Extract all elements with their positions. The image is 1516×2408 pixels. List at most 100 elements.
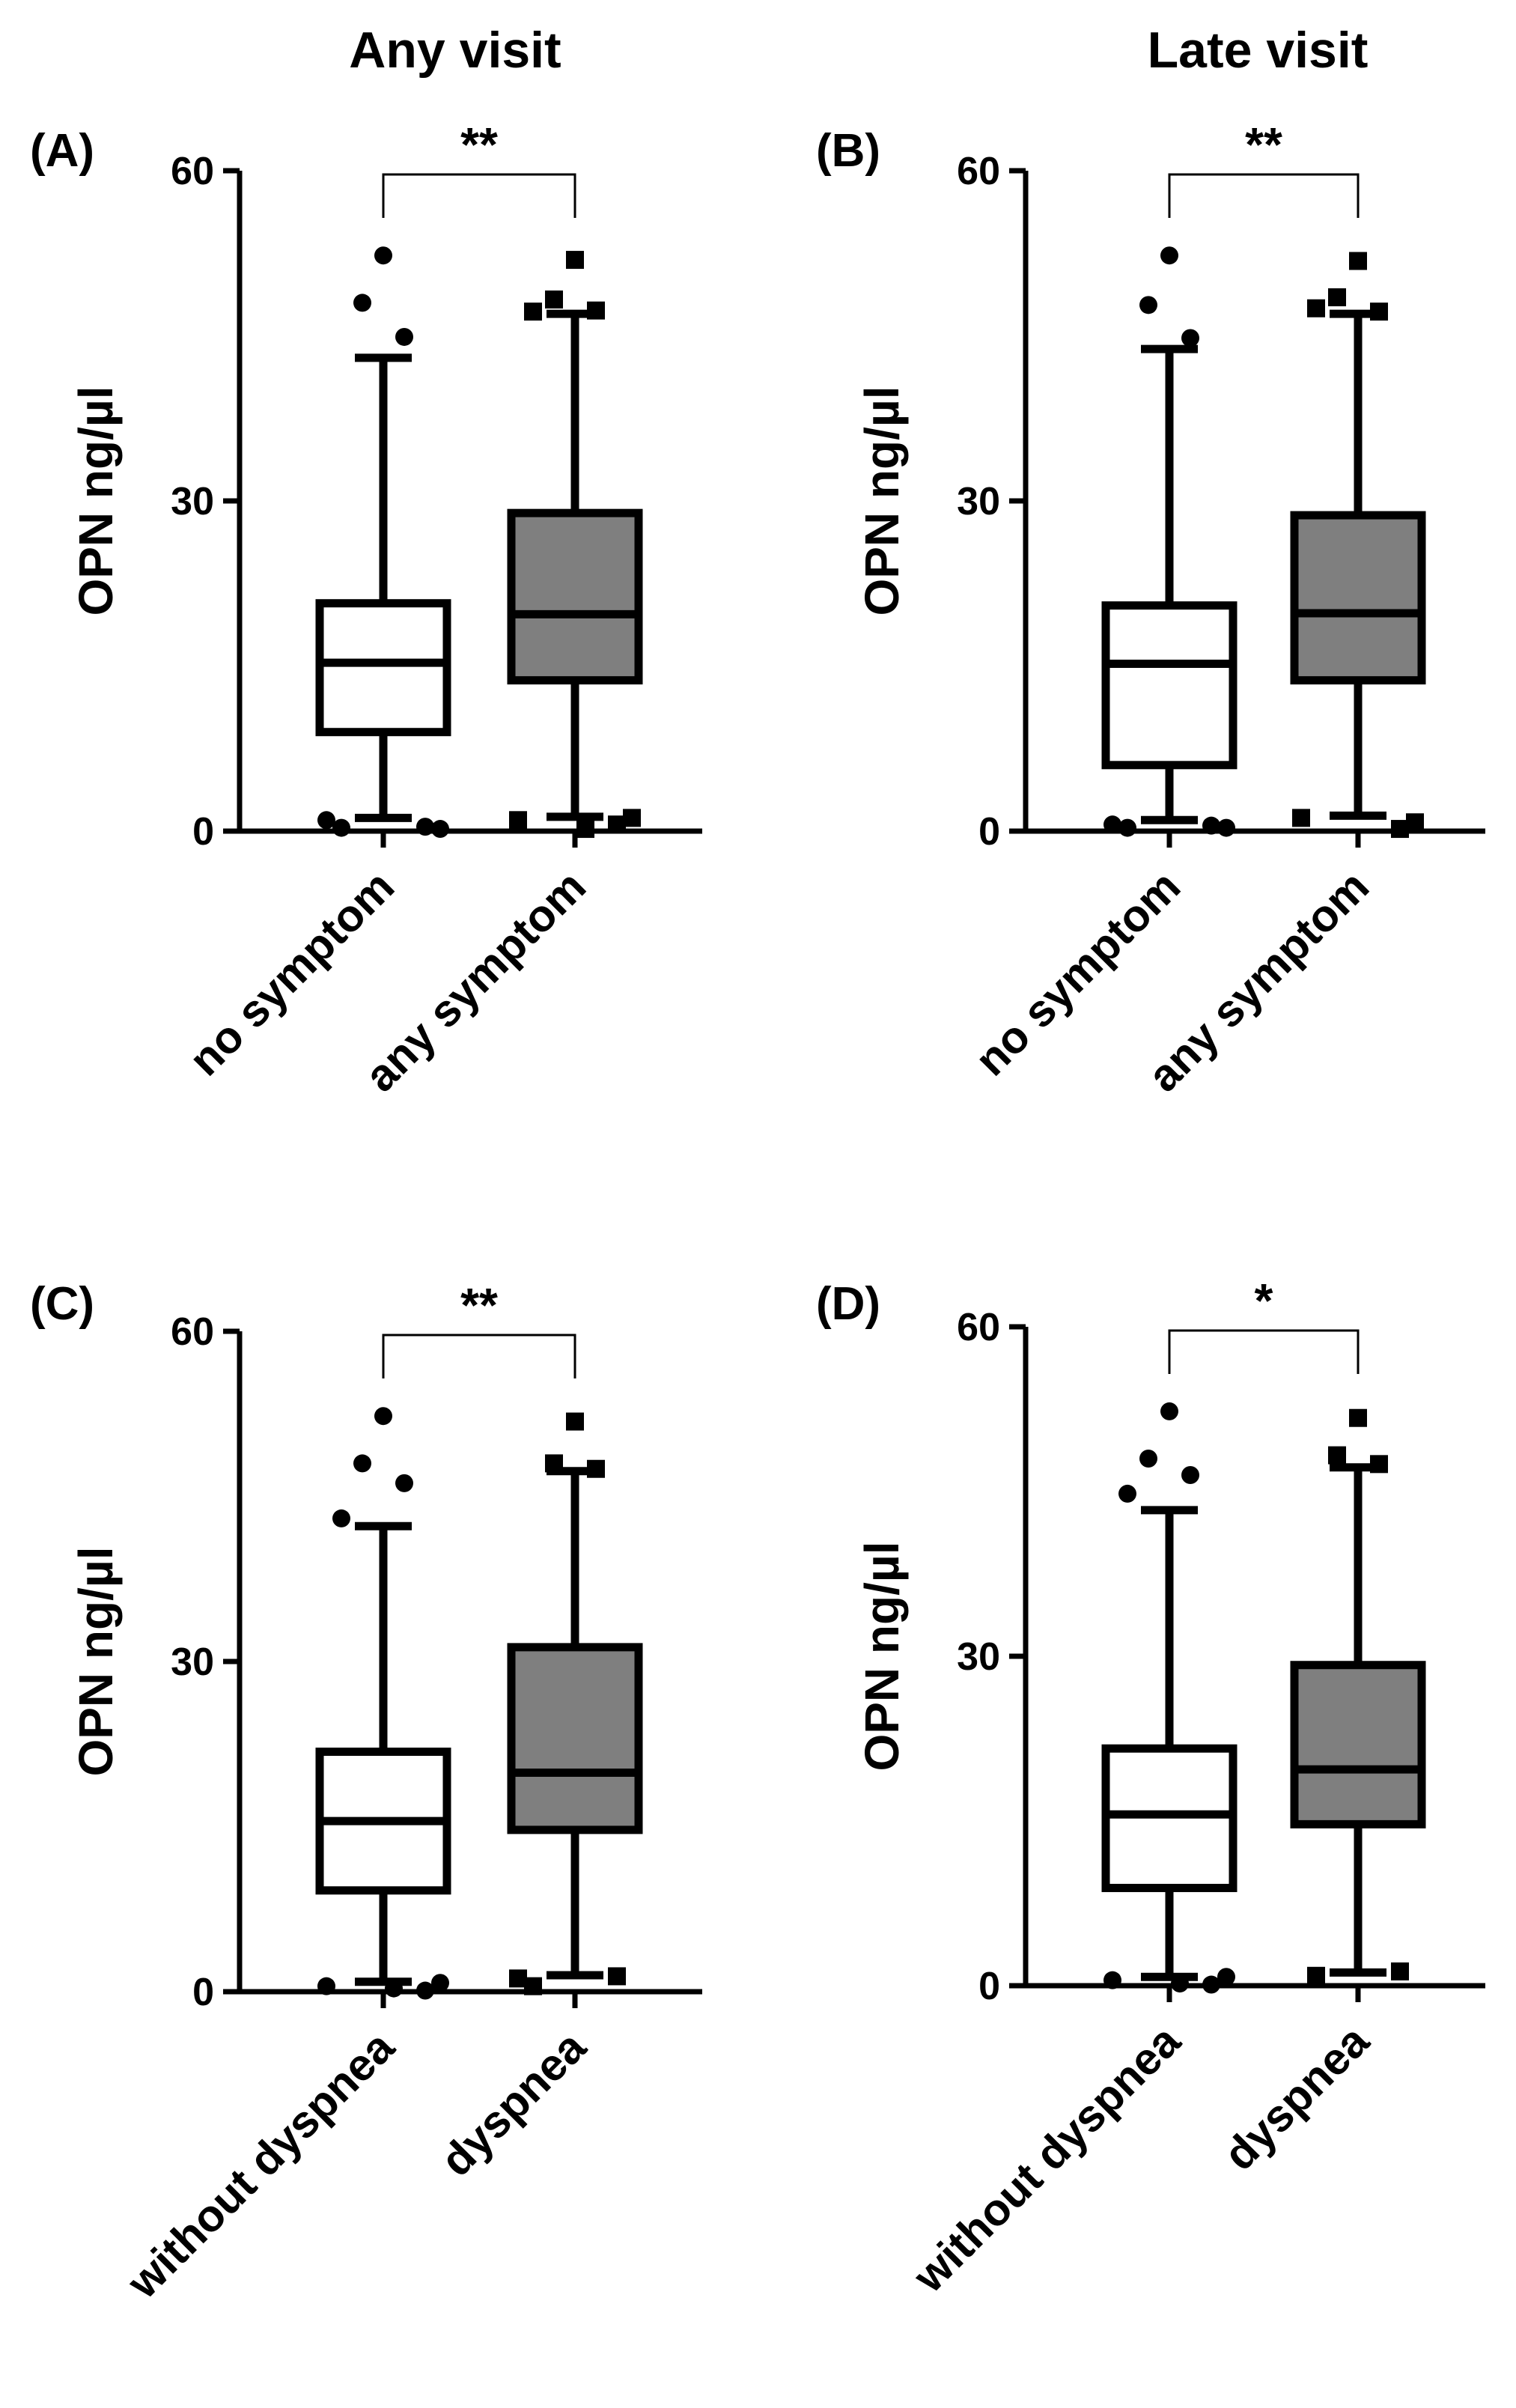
significance-bracket — [1168, 1329, 1360, 1374]
outlier-point — [1328, 1446, 1346, 1465]
outlier-point — [1139, 296, 1157, 314]
outlier-point — [576, 820, 594, 839]
box-iqr — [1290, 511, 1426, 685]
outlier-point — [395, 327, 413, 346]
outlier-point — [1370, 1455, 1388, 1474]
outlier-point — [1349, 1408, 1367, 1427]
y-axis-label: OPN ng/µl — [855, 1541, 909, 1771]
outlier-point — [566, 1412, 584, 1431]
outlier-point — [587, 301, 605, 320]
outlier-point — [545, 1454, 563, 1473]
column-title-late-visit: Late visit — [1148, 22, 1369, 79]
box-no-symptom — [315, 246, 451, 839]
significance-bracket — [1168, 173, 1360, 218]
y-axis-label: OPN ng/µl — [69, 1546, 123, 1776]
outlier-point — [524, 302, 542, 321]
outlier-point — [1171, 1974, 1189, 1993]
y-tick-label: 0 — [978, 810, 1000, 854]
outlier-point — [1202, 1975, 1220, 1994]
box-without-dyspnea — [1101, 1402, 1238, 1994]
outlier-point — [1160, 1402, 1178, 1420]
outlier-point — [317, 811, 335, 830]
outlier-point — [566, 251, 584, 270]
box-iqr — [315, 599, 451, 737]
box-iqr — [1101, 601, 1238, 770]
y-axis-label: OPN ng/µl — [855, 386, 909, 615]
column-title-any-visit: Any visit — [349, 22, 561, 79]
panel-label: (A) — [30, 125, 94, 177]
outlier-point — [509, 811, 527, 830]
outlier-point — [431, 820, 449, 839]
outlier-point — [1370, 302, 1388, 321]
y-tick-label: 0 — [192, 1971, 214, 2014]
y-tick-label: 30 — [171, 1641, 214, 1684]
outlier-point — [374, 246, 392, 265]
outlier-point — [1217, 1968, 1235, 1986]
outlier-point — [416, 818, 434, 836]
box-without-dyspnea — [315, 1407, 451, 2000]
box-dyspnea — [1290, 1408, 1426, 1985]
significance-label: ** — [460, 1278, 498, 1332]
y-tick-label: 30 — [171, 480, 214, 523]
outlier-point — [1118, 818, 1136, 837]
category-label: without dyspnea — [117, 2021, 404, 2308]
outlier-point — [1217, 818, 1235, 837]
significance-bracket — [382, 173, 576, 218]
outlier-point — [623, 809, 641, 827]
outlier-point — [332, 818, 350, 837]
outlier-point — [1307, 1966, 1325, 1985]
category-label: dyspnea — [431, 2021, 596, 2186]
category-label: dyspnea — [1214, 2015, 1379, 2180]
y-tick-label: 60 — [171, 150, 214, 193]
y-axis-label: OPN ng/µl — [69, 386, 123, 615]
outlier-point — [1391, 1962, 1409, 1980]
y-tick-label: 60 — [957, 1306, 1000, 1349]
outlier-point — [353, 294, 371, 312]
box-no-symptom — [1101, 246, 1238, 837]
panel-label: (D) — [816, 1278, 880, 1330]
outlier-point — [1181, 1466, 1199, 1484]
outlier-point — [545, 290, 563, 308]
outlier-point — [1118, 1484, 1136, 1503]
outlier-point — [1349, 252, 1367, 270]
outlier-point — [1160, 246, 1178, 265]
outlier-point — [374, 1407, 392, 1426]
box-any-symptom — [1290, 252, 1426, 839]
outlier-point — [353, 1454, 371, 1473]
y-tick-label: 30 — [957, 480, 1000, 523]
outlier-point — [395, 1474, 413, 1492]
category-label: without dyspnea — [903, 2015, 1190, 2302]
panel-label: (B) — [816, 125, 880, 177]
outlier-point — [1202, 816, 1220, 835]
y-tick-label: 0 — [978, 1965, 1000, 2008]
outlier-point — [1292, 809, 1310, 827]
y-tick-label: 60 — [171, 1310, 214, 1354]
outlier-point — [1328, 288, 1346, 307]
y-tick-label: 30 — [957, 1635, 1000, 1679]
significance-bracket — [382, 1334, 576, 1378]
box-dyspnea — [507, 1412, 643, 1995]
outlier-point — [431, 1974, 449, 1992]
box-any-symptom — [507, 251, 643, 839]
outlier-point — [587, 1459, 605, 1478]
outlier-point — [608, 1967, 626, 1986]
outlier-point — [1181, 329, 1199, 347]
box-iqr — [507, 508, 643, 685]
outlier-point — [509, 1969, 527, 1988]
outlier-point — [1307, 299, 1325, 317]
outlier-point — [1103, 1971, 1121, 1989]
panel-label: (C) — [30, 1278, 94, 1330]
box-iqr — [1290, 1661, 1426, 1828]
outlier-point — [416, 1981, 434, 2000]
y-tick-label: 0 — [192, 810, 214, 854]
significance-label: * — [1255, 1274, 1273, 1328]
outlier-point — [385, 1979, 403, 1998]
box-iqr — [507, 1643, 643, 1834]
outlier-point — [1103, 815, 1121, 834]
outlier-point — [317, 1977, 335, 1995]
